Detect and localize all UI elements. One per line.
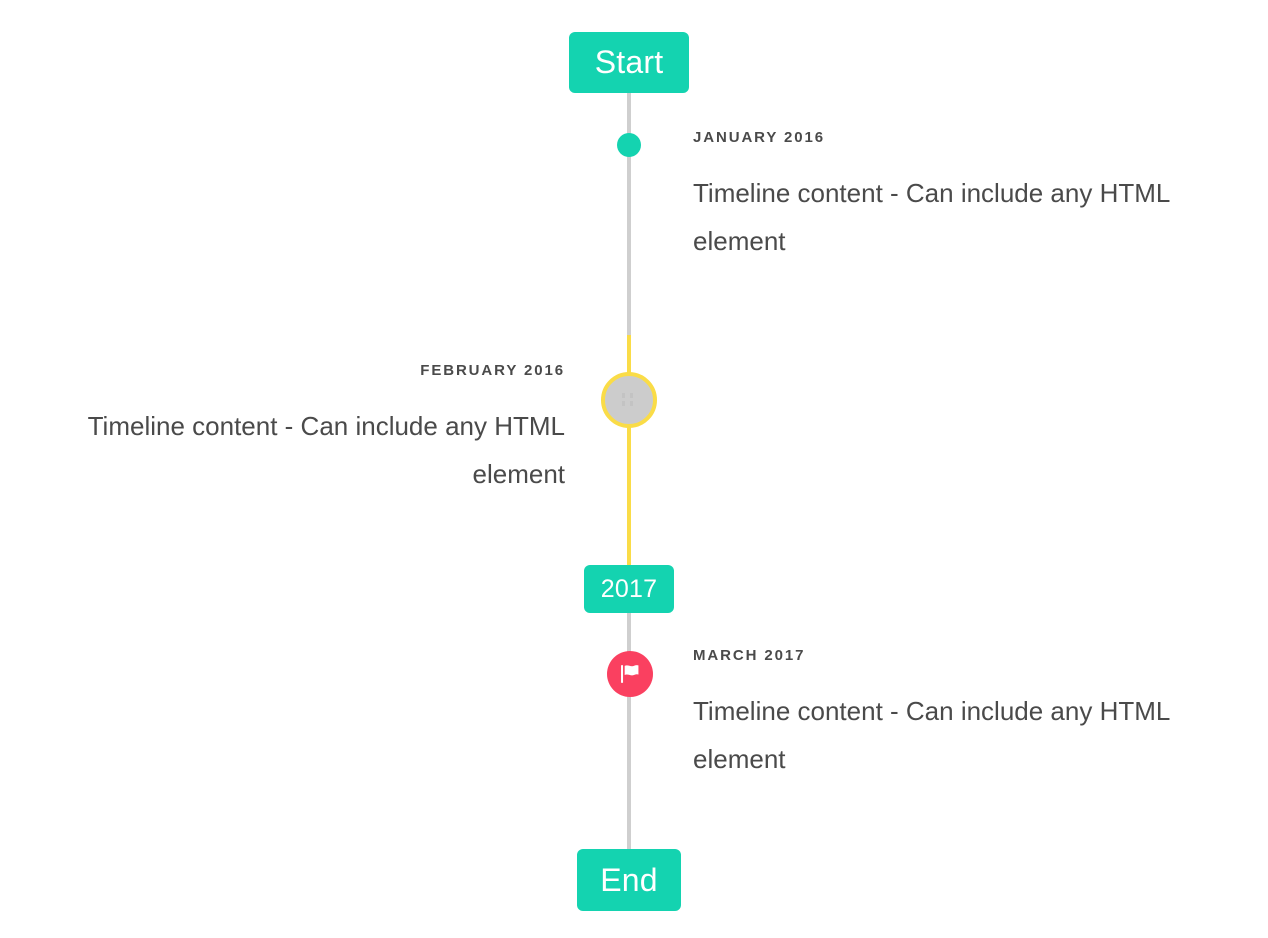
timeline-marker-flag-march[interactable]	[607, 651, 653, 697]
timeline-marker-ring-february[interactable]	[601, 372, 657, 428]
timeline-entry-february: FEBRUARY 2016 Timeline content - Can inc…	[40, 362, 565, 498]
timeline-entry-january: JANUARY 2016 Timeline content - Can incl…	[693, 129, 1223, 265]
timeline-year-badge[interactable]: 2017	[584, 565, 674, 613]
timeline-entry-date: FEBRUARY 2016	[420, 362, 565, 379]
flag-icon	[621, 665, 639, 683]
timeline-entry-date: JANUARY 2016	[693, 129, 826, 146]
timeline-entry-body: Timeline content - Can include any HTML …	[693, 177, 1170, 256]
timeline-axis-highlight	[627, 335, 631, 565]
timeline-entry-march: MARCH 2017 Timeline content - Can includ…	[693, 647, 1223, 783]
timeline-end-badge[interactable]: End	[577, 849, 681, 911]
timeline-entry-date: MARCH 2017	[693, 647, 806, 664]
timeline-axis-bottom	[627, 613, 631, 853]
timeline-entry-body: Timeline content - Can include any HTML …	[87, 410, 565, 489]
timeline-entry-body: Timeline content - Can include any HTML …	[693, 695, 1170, 774]
timeline-marker-dot-january[interactable]	[617, 133, 641, 157]
timeline-start-badge[interactable]: Start	[569, 32, 689, 93]
missing-glyph-icon	[621, 392, 637, 408]
timeline-axis-top	[627, 93, 631, 336]
